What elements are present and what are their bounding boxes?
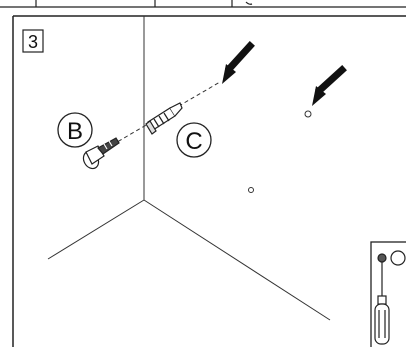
callout-b-label: B <box>67 118 83 145</box>
screw-icon <box>82 137 120 170</box>
callout-b: B <box>57 112 93 148</box>
wall-corner-lines <box>47 16 331 321</box>
arrow-icon <box>312 65 347 106</box>
drill-hole-icon <box>248 110 312 193</box>
arrow-icon <box>222 41 255 84</box>
wall-plug-icon <box>145 102 183 135</box>
callout-c-label: C <box>185 128 202 155</box>
tool-inset <box>370 241 406 347</box>
step-number: 3 <box>28 32 38 52</box>
previous-panel-remnant <box>0 0 406 8</box>
step-number-box: 3 <box>22 29 44 53</box>
screwdriver-icon <box>374 253 390 345</box>
callout-c: C <box>176 122 212 158</box>
panel-frame <box>12 15 406 347</box>
alignment-guide <box>99 81 221 153</box>
